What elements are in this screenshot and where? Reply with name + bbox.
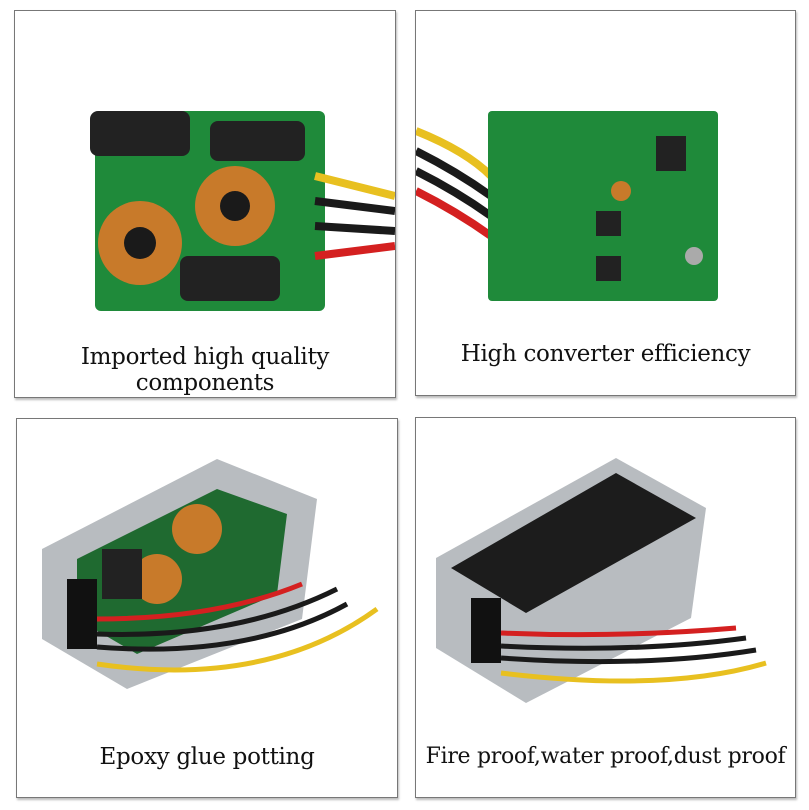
sealed-converter-image bbox=[436, 458, 767, 703]
pcb-top-view-image bbox=[416, 111, 718, 301]
potted-converter-image bbox=[42, 459, 379, 689]
product-panel-efficiency: High converter efficiency bbox=[415, 10, 796, 396]
product-panel-potting: Epoxy glue potting bbox=[16, 418, 398, 798]
product-panel-components: Imported high quality components bbox=[14, 10, 396, 398]
caption: Epoxy glue potting bbox=[99, 744, 315, 770]
caption: Fire proof,water proof,dust proof bbox=[425, 744, 786, 769]
product-panel-sealed: Fire proof,water proof,dust proof bbox=[415, 417, 796, 798]
pcb-components-image bbox=[90, 111, 395, 311]
caption: Imported high quality components bbox=[80, 344, 330, 396]
caption: High converter efficiency bbox=[460, 341, 751, 367]
